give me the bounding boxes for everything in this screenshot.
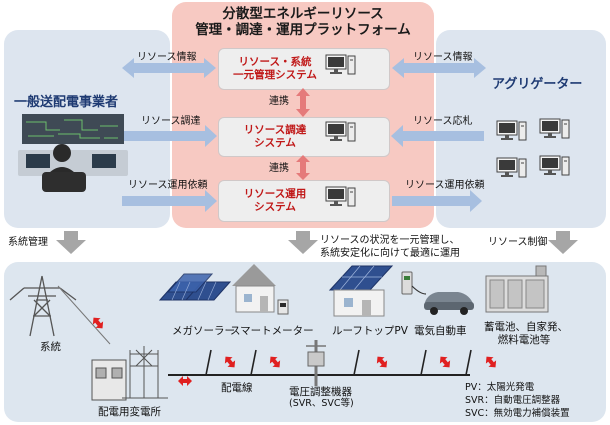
rooftop-pv-house-icon [328, 265, 394, 317]
label-rooftop-pv: ルーフトップPV [332, 325, 408, 337]
computer-icon [325, 54, 356, 75]
computer-icon [539, 118, 570, 139]
link-arrow-2 [296, 155, 310, 180]
label-voltage-regulator-line2: (SVR、SVC等) [289, 398, 354, 409]
platform-title-line2: 管理・調達・運用プラットフォーム [195, 22, 411, 38]
red-arrow-icon [266, 353, 284, 371]
system-operation-line2: システム [254, 201, 296, 213]
label-storage-line1: 蓄電池、自家発、 [484, 321, 568, 333]
down-arrow-right [548, 231, 578, 254]
flow-arrow-right-operate [392, 190, 482, 212]
label-mega-solar: メガソーラー [172, 325, 235, 337]
red-arrow-icon [89, 314, 107, 332]
link-label-1: 連携 [269, 96, 289, 107]
down-arrow-center [288, 231, 318, 254]
substation-icon [91, 346, 168, 401]
mega-solar-icon [158, 273, 232, 301]
aggregator-name: アグリゲーター [492, 77, 583, 92]
label-storage: 蓄電池、自家発、 燃料電池等 [484, 321, 568, 347]
grid-operator-name: 一般送配電事業者 [14, 95, 119, 110]
house-icon [232, 264, 276, 313]
red-arrow-icon [373, 353, 391, 371]
computer-icon [496, 157, 527, 178]
platform-title-line1: 分散型エネルギーリソース [222, 6, 384, 22]
label-storage-line2: 燃料電池等 [497, 334, 551, 346]
downflow-left-label: 系統管理 [8, 237, 48, 248]
platform-title: 分散型エネルギーリソース 管理・調達・運用プラットフォーム [172, 6, 434, 38]
downflow-right-label: リソース制御 [488, 237, 548, 248]
label-substation: 配電用変電所 [98, 406, 161, 418]
flow-right-bid: リソース応札 [413, 116, 473, 127]
system-operation-line1: リソース運用 [243, 188, 307, 200]
legend: PV：太陽光発電 SVR：自動電圧調整器 SVC：無効電力補償装置 [465, 381, 570, 420]
label-smart-meter: スマートメーター [230, 325, 314, 337]
flow-right-info: リソース情報 [413, 52, 473, 63]
flow-left-procure: リソース調達 [141, 116, 201, 127]
link-arrow-1 [296, 88, 310, 117]
downflow-center-line2: 系統安定化に向けて最適に運用 [320, 248, 460, 259]
flow-right-operate: リソース運用依頼 [405, 180, 485, 191]
system-box-integrated: リソース・系統 一元管理システム [218, 48, 390, 90]
computer-icon [496, 120, 527, 141]
label-voltage-regulator: 電圧調整機器 (SVR、SVC等) [289, 386, 354, 410]
battery-storage-icon [485, 265, 549, 313]
down-arrow-left [56, 231, 86, 254]
system-procurement-line1: リソース調達 [243, 124, 307, 136]
legend-svc: SVC：無効電力補償装置 [465, 408, 570, 419]
flow-arrow-left-procure [122, 125, 217, 147]
system-integrated-line2: 一元管理システム [233, 69, 317, 81]
computer-icon [325, 121, 356, 142]
computer-icon [539, 155, 570, 176]
flow-arrow-left-info [122, 58, 216, 78]
flow-left-info: リソース情報 [137, 52, 197, 63]
ev-icon [401, 271, 474, 315]
smart-meter-icon [277, 299, 289, 315]
computer-icon [325, 186, 356, 207]
system-box-operation: リソース運用 システム [218, 180, 390, 222]
transmission-tower-icon [9, 275, 111, 345]
flow-arrow-right-bid [391, 125, 484, 147]
red-arrow-icon [221, 353, 239, 371]
system-procurement-line2: システム [254, 137, 296, 149]
flow-arrow-left-operate [122, 190, 217, 212]
branch-ticks [205, 349, 472, 376]
flow-arrow-right-info [392, 58, 486, 78]
link-label-2: 連携 [269, 163, 289, 174]
label-distribution-line: 配電線 [221, 382, 253, 394]
red-arrow-icon [482, 353, 500, 371]
downflow-center-label: リソースの状況を一元管理し、 系統安定化に向けて最適に運用 [320, 234, 460, 260]
system-operation-label: リソース運用 システム [225, 188, 325, 214]
label-ev: 電気自動車 [414, 325, 467, 337]
legend-pv: PV：太陽光発電 [465, 382, 535, 393]
label-voltage-regulator-line1: 電圧調整機器 [289, 386, 352, 398]
voltage-regulator-pole-icon [306, 340, 326, 386]
red-arrow-icon [178, 376, 192, 386]
system-procurement-label: リソース調達 システム [225, 124, 325, 150]
control-room-icon [18, 114, 128, 192]
legend-svr: SVR：自動電圧調整器 [465, 395, 561, 406]
system-box-procurement: リソース調達 システム [218, 117, 390, 157]
downflow-center-line1: リソースの状況を一元管理し、 [320, 235, 460, 246]
red-arrow-icon [436, 353, 454, 371]
label-grid: 系統 [40, 341, 61, 353]
system-integrated-label: リソース・系統 一元管理システム [225, 56, 325, 82]
flow-left-operate: リソース運用依頼 [128, 180, 208, 191]
system-integrated-line1: リソース・系統 [238, 56, 312, 68]
